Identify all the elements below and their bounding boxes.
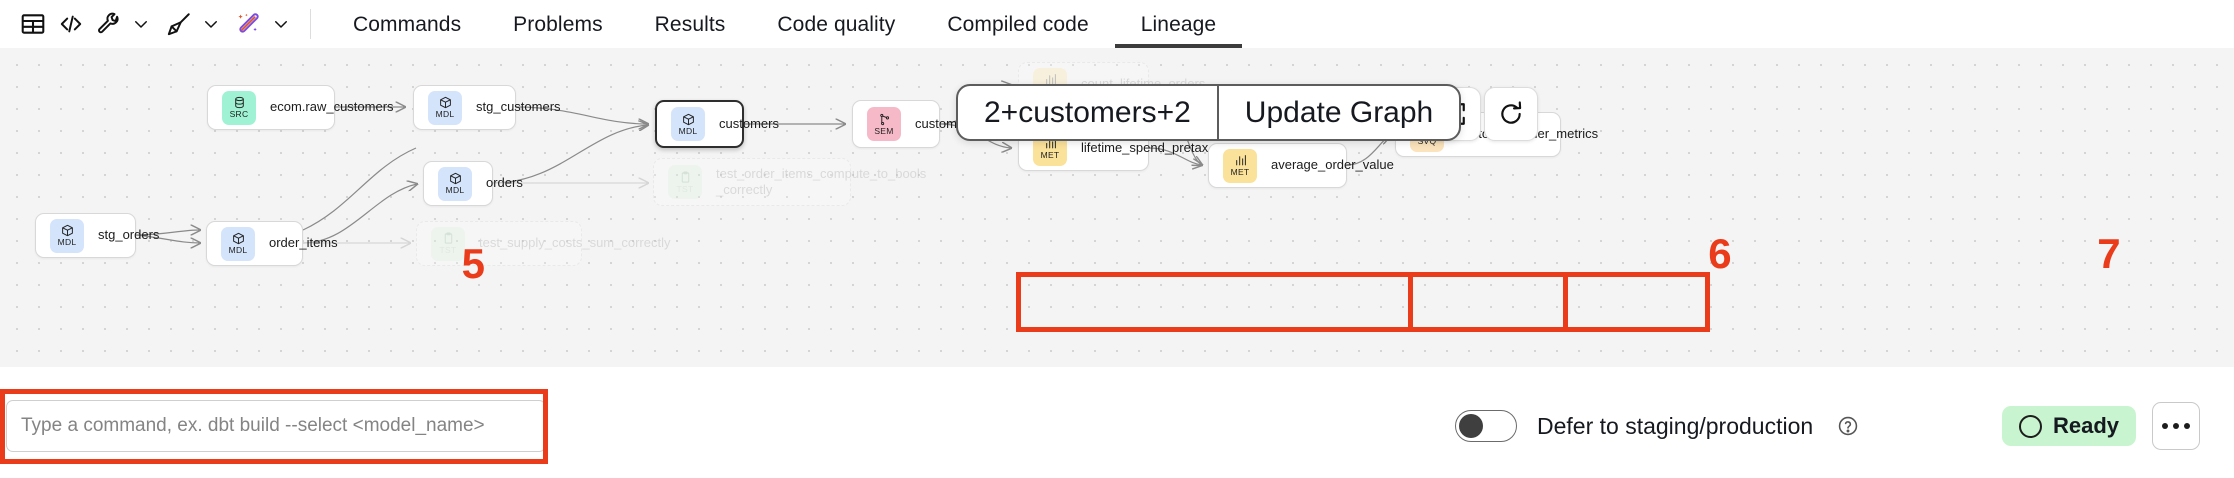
tab-problems[interactable]: Problems: [513, 12, 603, 36]
mdl-badge-icon: MDL: [50, 218, 84, 253]
node-label: orders: [486, 175, 523, 191]
node-label: order_items: [269, 235, 338, 251]
status-badge[interactable]: Ready: [2002, 406, 2137, 446]
wrench-chevron-down-icon[interactable]: [128, 5, 154, 43]
met-badge-icon: MET: [1223, 148, 1257, 183]
dot-icon: [2184, 423, 2191, 429]
magic-wand-icon[interactable]: [230, 5, 268, 43]
graph-expression-bar: 2+customers+2 Update Graph: [956, 84, 1462, 141]
defer-control: Defer to staging/production: [1455, 402, 1859, 450]
update-graph-button[interactable]: Update Graph: [1244, 95, 1434, 129]
node-label: lifetime_spend_pretax: [1081, 140, 1209, 156]
overlay-divider: [1216, 86, 1219, 139]
dot-icon: [2173, 423, 2180, 429]
lineage-node[interactable]: MDL stg_orders: [35, 213, 159, 258]
mdl-badge-icon: MDL: [221, 226, 255, 261]
lineage-node[interactable]: SEM customers: [852, 100, 975, 148]
wrench-icon[interactable]: [90, 5, 128, 43]
lineage-node-selected[interactable]: MDL customers: [655, 100, 779, 148]
lineage-node[interactable]: MDL order_items: [206, 221, 338, 266]
status-dot-icon: [2019, 414, 2042, 438]
node-label: stg_customers: [476, 99, 561, 115]
tab-results[interactable]: Results: [654, 12, 726, 36]
code-icon[interactable]: [52, 5, 90, 43]
tab-bar: Commands Problems Results Code quality C…: [327, 0, 1242, 48]
lineage-canvas[interactable]: SRC ecom.raw_customers MDL stg_customers…: [0, 48, 2234, 367]
tab-compiled-code[interactable]: Compiled code: [947, 12, 1089, 36]
tst-badge-icon: TST: [668, 165, 702, 199]
graph-expression-value[interactable]: 2+customers+2: [984, 95, 1191, 129]
mdl-badge-icon: MDL: [438, 166, 472, 201]
question-circle-icon[interactable]: [1837, 415, 1859, 437]
lineage-node-disabled[interactable]: TST test_order_items_compute_to_bools _c…: [653, 158, 926, 206]
node-label: average_order_value: [1271, 157, 1394, 173]
magic-chevron-down-icon[interactable]: [268, 5, 294, 43]
node-label: ecom.raw_customers: [270, 99, 394, 115]
table-icon[interactable]: [14, 5, 52, 43]
command-input-wrapper: [6, 400, 546, 452]
node-label: stg_orders: [98, 227, 160, 243]
lineage-node[interactable]: MET average_order_value: [1208, 143, 1394, 188]
broom-icon[interactable]: [160, 5, 198, 43]
src-badge-icon: SRC: [222, 90, 256, 125]
lineage-node[interactable]: MDL orders: [423, 161, 523, 206]
node-label: test_order_items_compute_to_bools _corre…: [716, 165, 927, 197]
lineage-node[interactable]: SRC ecom.raw_customers: [207, 85, 394, 130]
command-input[interactable]: [6, 400, 546, 452]
more-options-button[interactable]: [2152, 402, 2201, 450]
status-label: Ready: [2053, 413, 2120, 438]
node-label: customers: [719, 115, 779, 131]
tab-lineage[interactable]: Lineage: [1115, 0, 1242, 48]
toolbar-icon-group: [0, 0, 327, 48]
tab-code-quality[interactable]: Code quality: [777, 12, 896, 36]
mdl-badge-icon: MDL: [428, 90, 462, 125]
tst-badge-icon: TST: [431, 226, 465, 261]
node-label: test_supply_costs_sum_correctly: [479, 235, 671, 251]
refresh-button[interactable]: [1484, 87, 1538, 141]
defer-toggle-knob: [1459, 414, 1483, 438]
dot-icon: [2162, 423, 2169, 429]
lineage-node[interactable]: MDL stg_customers: [413, 85, 561, 130]
sem-badge-icon: SEM: [867, 107, 901, 141]
toolbar-divider: [310, 9, 311, 39]
lineage-node-disabled[interactable]: TST test_supply_costs_sum_correctly: [416, 221, 670, 266]
status-area: Ready: [2002, 400, 2201, 452]
tab-commands[interactable]: Commands: [353, 12, 462, 36]
defer-label: Defer to staging/production: [1537, 412, 1814, 439]
defer-toggle[interactable]: [1455, 410, 1517, 442]
broom-chevron-down-icon[interactable]: [198, 5, 224, 43]
mdl-badge-icon: MDL: [671, 107, 705, 141]
top-toolbar: Commands Problems Results Code quality C…: [0, 0, 2234, 49]
